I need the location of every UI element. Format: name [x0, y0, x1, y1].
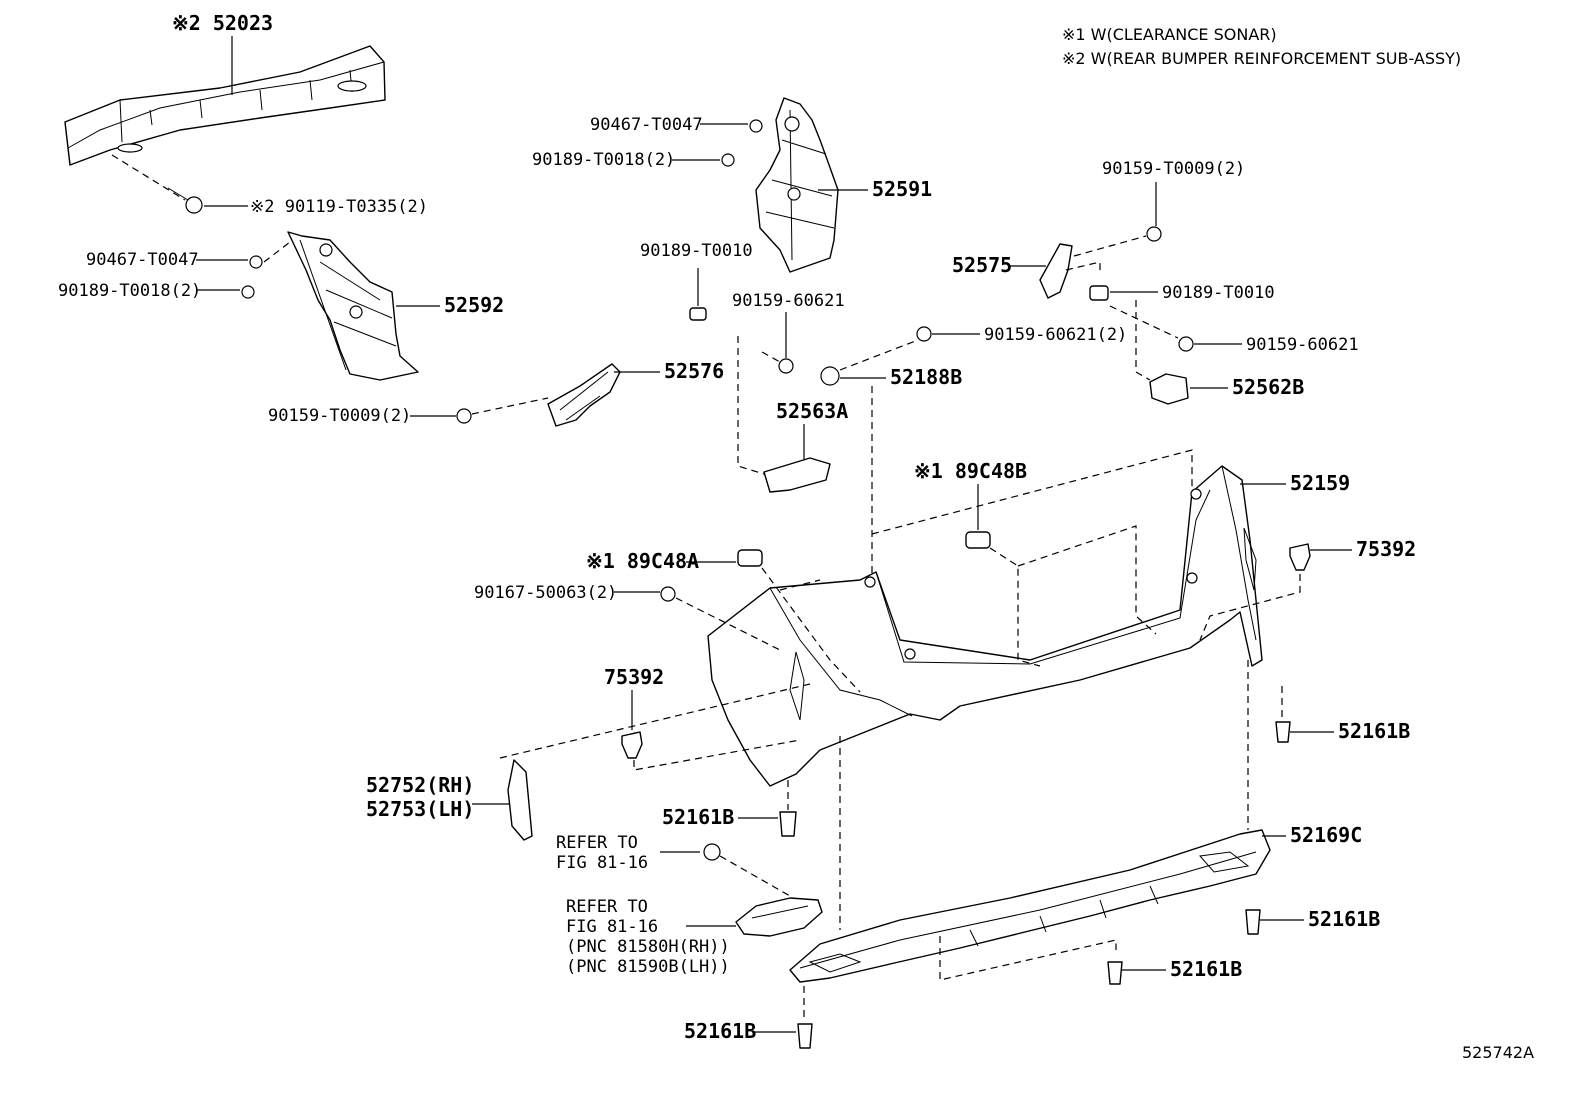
ref-note-2-line1: REFER TO: [566, 897, 648, 917]
nut-90189-T0018-lower[interactable]: [241, 285, 255, 299]
label-90467-T0047-upper: 90467-T0047: [590, 115, 703, 135]
label-90189-T0010-right: 90189-T0010: [1162, 283, 1275, 303]
label-89C48A: ※1 89C48A: [586, 549, 699, 573]
label-90159-T0009-left: 90159-T0009(2): [268, 406, 411, 426]
screw-90159-T0009-right[interactable]: [1146, 226, 1162, 242]
screw-90159-T0009-left[interactable]: [456, 408, 472, 424]
part-89C48A-clearance-sonar[interactable]: [737, 549, 763, 567]
part-52188B-clip[interactable]: [820, 366, 840, 386]
part-52563A-bracket[interactable]: [763, 457, 831, 493]
note-rear-bumper-reinforcement: ※2 W(REAR BUMPER REINFORCEMENT SUB-ASSY): [1062, 49, 1461, 68]
bolt-refer-fig-81-16[interactable]: [703, 843, 721, 861]
label-52575: 52575: [952, 253, 1012, 277]
bolt-90167-50063[interactable]: [660, 586, 676, 602]
label-90189-T0010-center: 90189-T0010: [640, 241, 753, 261]
part-75392-right-clip[interactable]: [1289, 543, 1311, 571]
part-52575-bracket[interactable]: [1039, 243, 1073, 299]
clip-52161B-center[interactable]: [779, 811, 797, 837]
screw-90159-60621-center[interactable]: [778, 358, 794, 374]
ref-note-1-line2: FIG 81-16: [556, 853, 648, 873]
ref-note-2-line4: (PNC 81590B(LH)): [566, 957, 730, 977]
label-52591: 52591: [872, 177, 932, 201]
label-90189-T0018-upper: 90189-T0018(2): [532, 150, 675, 170]
label-90159-T0009-right: 90159-T0009(2): [1102, 159, 1245, 179]
figure-id: 525742A: [1462, 1043, 1534, 1062]
note-clearance-sonar: ※1 W(CLEARANCE SONAR): [1062, 25, 1277, 44]
part-52023-reinforcement[interactable]: [64, 45, 386, 166]
part-52576-bracket[interactable]: [547, 363, 621, 427]
part-52562B-bracket[interactable]: [1149, 373, 1189, 405]
clip-52161B-bottom-center[interactable]: [1107, 961, 1123, 985]
clip-52161B-bottom-left[interactable]: [797, 1023, 813, 1049]
label-89C48B: ※1 89C48B: [914, 459, 1027, 483]
bolt-90119-T0335[interactable]: [111, 154, 203, 214]
part-52591-bracket[interactable]: [755, 97, 839, 273]
clip-90467-T0047-upper[interactable]: [749, 119, 763, 133]
nut-90189-T0010-center[interactable]: [689, 307, 707, 321]
ref-note-2-line2: FIG 81-16: [566, 917, 658, 937]
label-52752-RH: 52752(RH): [366, 773, 474, 797]
label-52159: 52159: [1290, 471, 1350, 495]
label-52161B-right-lower: 52161B: [1308, 907, 1380, 931]
clip-52161B-right-upper[interactable]: [1275, 721, 1291, 743]
part-52159-rear-bumper-cover[interactable]: [707, 465, 1263, 787]
part-52592-bracket[interactable]: [287, 231, 419, 381]
clip-90467-T0047-lower[interactable]: [249, 255, 263, 269]
nut-90189-T0018-upper[interactable]: [721, 153, 735, 167]
label-52161B-bottom-left: 52161B: [684, 1019, 756, 1043]
part-75392-left-clip[interactable]: [621, 731, 643, 759]
label-52592: 52592: [444, 293, 504, 317]
ref-note-1-line1: REFER TO: [556, 833, 638, 853]
label-90159-60621-right: 90159-60621: [1246, 335, 1359, 355]
label-90189-T0018-lower: 90189-T0018(2): [58, 281, 201, 301]
label-52753-LH: 52753(LH): [366, 797, 474, 821]
label-52576: 52576: [664, 359, 724, 383]
label-52169C: 52169C: [1290, 823, 1362, 847]
label-90159-60621-center: 90159-60621: [732, 291, 845, 311]
label-52188B: 52188B: [890, 365, 962, 389]
ref-note-2-line3: (PNC 81580H(RH)): [566, 937, 730, 957]
part-89C48B-clearance-sonar[interactable]: [965, 531, 991, 549]
label-90167-50063: 90167-50063(2): [474, 583, 617, 603]
label-52023: ※2 52023: [172, 11, 273, 35]
screw-90159-60621-2[interactable]: [916, 326, 932, 342]
part-52752-52753-reflector[interactable]: [507, 759, 533, 841]
part-52169C-lower-diffuser[interactable]: [789, 829, 1271, 983]
label-75392-right: 75392: [1356, 537, 1416, 561]
label-52562B: 52562B: [1232, 375, 1304, 399]
label-52563A: 52563A: [776, 399, 848, 423]
label-52161B-right-upper: 52161B: [1338, 719, 1410, 743]
screw-90159-60621-right[interactable]: [1178, 336, 1194, 352]
label-90467-T0047-lower: 90467-T0047: [86, 250, 199, 270]
label-90159-60621-2: 90159-60621(2): [984, 325, 1127, 345]
label-52161B-bottom-center: 52161B: [1170, 957, 1242, 981]
label-90119-T0335: ※2 90119-T0335(2): [250, 197, 428, 217]
label-52161B-center: 52161B: [662, 805, 734, 829]
label-75392-left: 75392: [604, 665, 664, 689]
part-reflex-reflector-lamp[interactable]: [735, 897, 823, 937]
nut-90189-T0010-right[interactable]: [1089, 285, 1109, 301]
clip-52161B-right-lower[interactable]: [1245, 909, 1261, 935]
